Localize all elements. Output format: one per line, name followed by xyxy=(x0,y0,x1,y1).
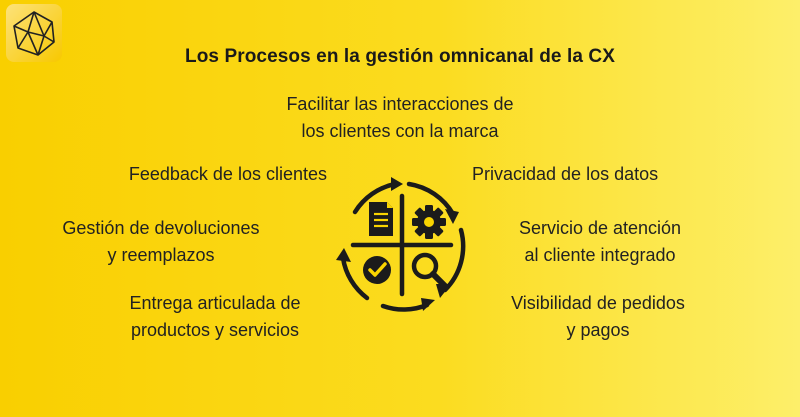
checkmark-icon xyxy=(363,256,391,284)
page-title: Los Procesos en la gestión omnicanal de … xyxy=(184,46,615,67)
process-cycle-icon xyxy=(327,172,477,318)
left-item-2: Gestión de devoluciones y reemplazos xyxy=(62,218,260,265)
right-item-2: Servicio de atención al cliente integrad… xyxy=(518,218,682,265)
geometric-logo-icon xyxy=(6,4,62,62)
right-item-1: Privacidad de los datos xyxy=(472,164,659,184)
right-item-3: Visibilidad de pedidos y pagos xyxy=(511,293,685,340)
document-icon xyxy=(369,202,393,236)
gear-icon xyxy=(412,205,446,239)
left-item-1: Feedback de los clientes xyxy=(128,164,327,184)
magnifier-icon xyxy=(411,252,449,290)
left-item-3: Entrega articulada de productos y servic… xyxy=(129,293,301,340)
top-item: Facilitar las interacciones de los clien… xyxy=(286,94,514,141)
